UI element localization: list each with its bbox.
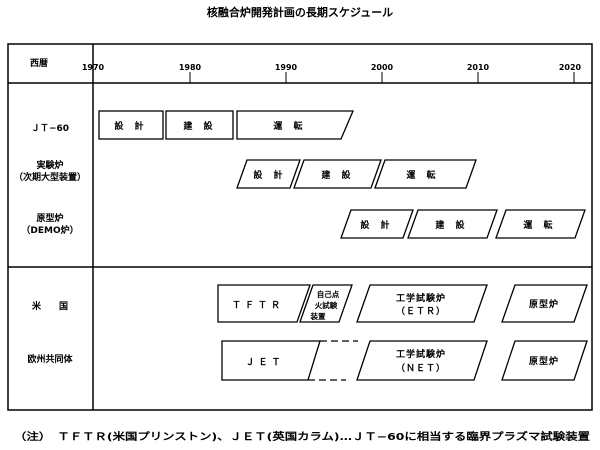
bar-label: 装置: [310, 311, 326, 321]
genkeiro-bars: 設 計 建 設 運 転: [340, 209, 586, 239]
row-label-usa: 米 国: [31, 300, 68, 312]
bar-label: ＴＦＴＲ: [232, 300, 284, 311]
bar-operation: [495, 209, 586, 239]
year-tick-label: 2000: [371, 63, 394, 72]
bar-design: [236, 159, 301, 189]
bar-prototype: [501, 284, 588, 323]
bar-etr: [356, 284, 488, 323]
bar-label: 建 設: [321, 169, 354, 181]
jt60-bars: 設 計 建 設 運 転: [98, 110, 354, 140]
diagram-title: 核融合炉開発計画の長期スケジュール: [207, 5, 393, 19]
bar-label: 運 転: [523, 219, 556, 231]
bar-label: 設 計: [253, 169, 286, 181]
bar-label: 原型炉: [529, 298, 559, 310]
row-label-jt60: ＪＴ−60: [31, 123, 69, 134]
year-axis: 1970 1980 1990 2000 2010 2020: [82, 63, 582, 83]
bar-tftr: [217, 284, 311, 323]
bar-construction: [293, 159, 382, 189]
bar-construction: [407, 209, 498, 239]
bar-label: ＪＥＴ: [245, 357, 284, 368]
year-tick-label: 1990: [275, 63, 298, 72]
footnote: （注） ＴＦＴＲ(米国プリンストン)、ＪＥＴ(英国カラム)…ＪＴ−60に相当する…: [14, 430, 590, 443]
bar-operation: [374, 159, 477, 189]
bar-operation: [236, 110, 354, 140]
row-label-genkeiro-sub: （DEMO炉）: [21, 224, 78, 236]
bar-net: [356, 340, 488, 381]
header-label: 西暦: [30, 58, 48, 69]
bar-ignition-test: [299, 284, 353, 323]
outer-frame: [7, 43, 593, 411]
row-label-jikkenro: 実験炉: [36, 159, 63, 171]
bar-construction: [165, 110, 234, 140]
year-tick-label: 1970: [82, 63, 105, 72]
year-tick-label: 2020: [559, 63, 582, 72]
bar-label: （ＮＥＴ）: [396, 363, 446, 374]
row-label-eu: 欧州共同体: [27, 353, 73, 365]
eu-bars: ＪＥＴ 工学試験炉 （ＮＥＴ） 原型炉: [221, 340, 588, 381]
bar-label: 火試験: [315, 300, 338, 310]
bar-label: 建 設: [435, 219, 468, 231]
jikkenro-bars: 設 計 建 設 運 転: [236, 159, 477, 189]
bar-label: 建 設: [183, 120, 216, 132]
row-label-jikkenro-sub: （次期大型装置）: [14, 171, 86, 183]
bar-label: 設 計: [360, 219, 393, 231]
bar-prototype: [501, 340, 588, 381]
row-label-genkeiro: 原型炉: [36, 212, 63, 224]
bar-label: （ＥＴＲ）: [396, 306, 446, 317]
bar-label: 工学試験炉: [396, 292, 446, 304]
bar-design: [98, 110, 164, 140]
usa-bars: ＴＦＴＲ 自己点 火試験 装置 工学試験炉 （ＥＴＲ） 原型炉: [217, 284, 588, 323]
bar-label: 運 転: [406, 169, 439, 181]
bar-design: [340, 209, 414, 239]
bar-label: 運 転: [273, 120, 306, 132]
year-tick-label: 2010: [467, 63, 490, 72]
bar-label: 工学試験炉: [396, 348, 446, 360]
bar-label: 自己点: [317, 289, 340, 299]
bar-label: 原型炉: [529, 355, 559, 367]
year-tick-label: 1980: [179, 63, 202, 72]
bar-label: 設 計: [114, 120, 147, 132]
